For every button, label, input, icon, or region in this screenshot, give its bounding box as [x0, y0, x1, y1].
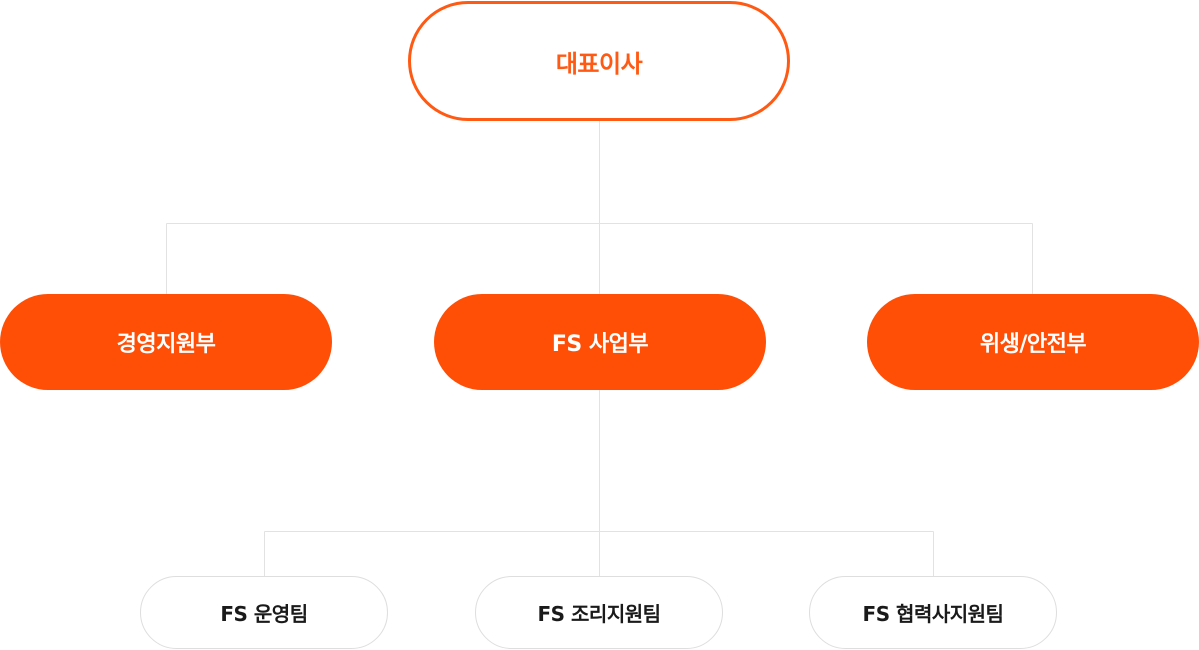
org-node-fs-business: FS 사업부	[434, 294, 766, 390]
org-node-fs-cooking-support-team-label: FS 조리지원팀	[537, 602, 661, 626]
org-node-fs-operations-team-label: FS 운영팀	[220, 602, 308, 626]
org-node-fs-partner-support-team-label: FS 협력사지원팀	[862, 602, 1004, 626]
org-node-management-support-label: 경영지원부	[116, 332, 216, 357]
org-node-fs-business-label: FS 사업부	[551, 332, 649, 357]
org-node-ceo-label: 대표이사	[555, 49, 643, 78]
org-node-hygiene-safety-label: 위생/안전부	[979, 332, 1087, 357]
org-node-fs-cooking-support-team: FS 조리지원팀	[475, 576, 723, 649]
org-node-ceo: 대표이사	[408, 1, 790, 121]
org-node-management-support: 경영지원부	[0, 294, 332, 390]
org-node-fs-operations-team: FS 운영팀	[140, 576, 388, 649]
org-node-hygiene-safety: 위생/안전부	[867, 294, 1199, 390]
org-node-fs-partner-support-team: FS 협력사지원팀	[809, 576, 1057, 649]
